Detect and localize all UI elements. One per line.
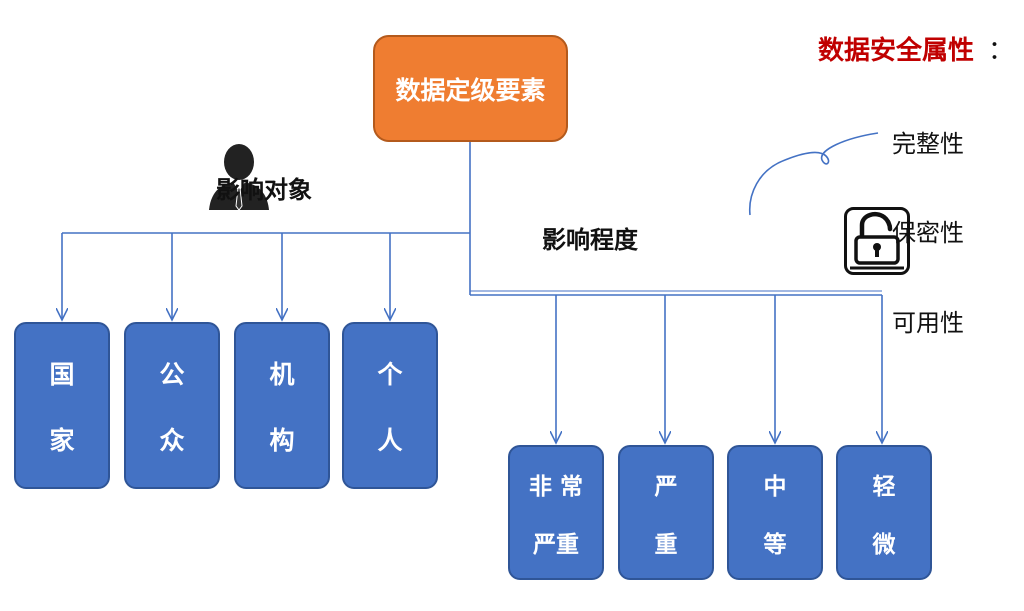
degree-box-zhongdeng: 中 等 bbox=[727, 445, 823, 580]
impact-object-label: 影响对象 bbox=[216, 176, 312, 204]
box-text-line1: 非 常 bbox=[528, 473, 583, 500]
lock-icon bbox=[844, 207, 910, 275]
box-text-line2: 家 bbox=[49, 425, 75, 455]
box-text-line1: 公 bbox=[159, 359, 185, 389]
root-label: 数据定级要素 bbox=[395, 75, 546, 105]
impact-degree-label: 影响程度 bbox=[542, 226, 638, 254]
degree-box-feichang: 非 常 严重 bbox=[508, 445, 604, 580]
box-text-line1: 国 bbox=[49, 359, 75, 389]
attr-integrity: 完整性 bbox=[892, 130, 964, 158]
object-box-guojia: 国 家 bbox=[14, 322, 110, 489]
box-text-line2: 严重 bbox=[533, 531, 579, 558]
box-text-line1: 中 bbox=[763, 473, 787, 500]
box-text-line2: 微 bbox=[872, 531, 896, 558]
box-text-line2: 等 bbox=[763, 531, 787, 558]
box-text-line1: 个 bbox=[377, 359, 403, 389]
box-text-line2: 重 bbox=[654, 531, 678, 558]
degree-box-qingwei: 轻 微 bbox=[836, 445, 932, 580]
object-box-geren: 个 人 bbox=[342, 322, 438, 489]
object-box-gongzhong: 公 众 bbox=[124, 322, 220, 489]
degree-box-yanzhong: 严 重 bbox=[618, 445, 714, 580]
box-text-line2: 构 bbox=[269, 425, 295, 455]
object-box-jigou: 机 构 bbox=[234, 322, 330, 489]
security-attributes-title: 数据安全属性 bbox=[818, 36, 975, 66]
box-text-line1: 轻 bbox=[872, 473, 896, 500]
box-text-line1: 机 bbox=[269, 359, 295, 389]
root-node: 数据定级要素 bbox=[373, 35, 568, 142]
attr-confidentiality: 保密性 bbox=[892, 219, 964, 247]
person-icon bbox=[209, 144, 269, 211]
box-text-line2: 众 bbox=[159, 425, 185, 455]
security-attributes-colon: ： bbox=[988, 36, 1015, 66]
box-text-line1: 严 bbox=[654, 473, 678, 500]
box-text-line2: 人 bbox=[377, 425, 403, 455]
scribble-icon bbox=[748, 132, 879, 216]
attr-availability: 可用性 bbox=[892, 309, 964, 337]
